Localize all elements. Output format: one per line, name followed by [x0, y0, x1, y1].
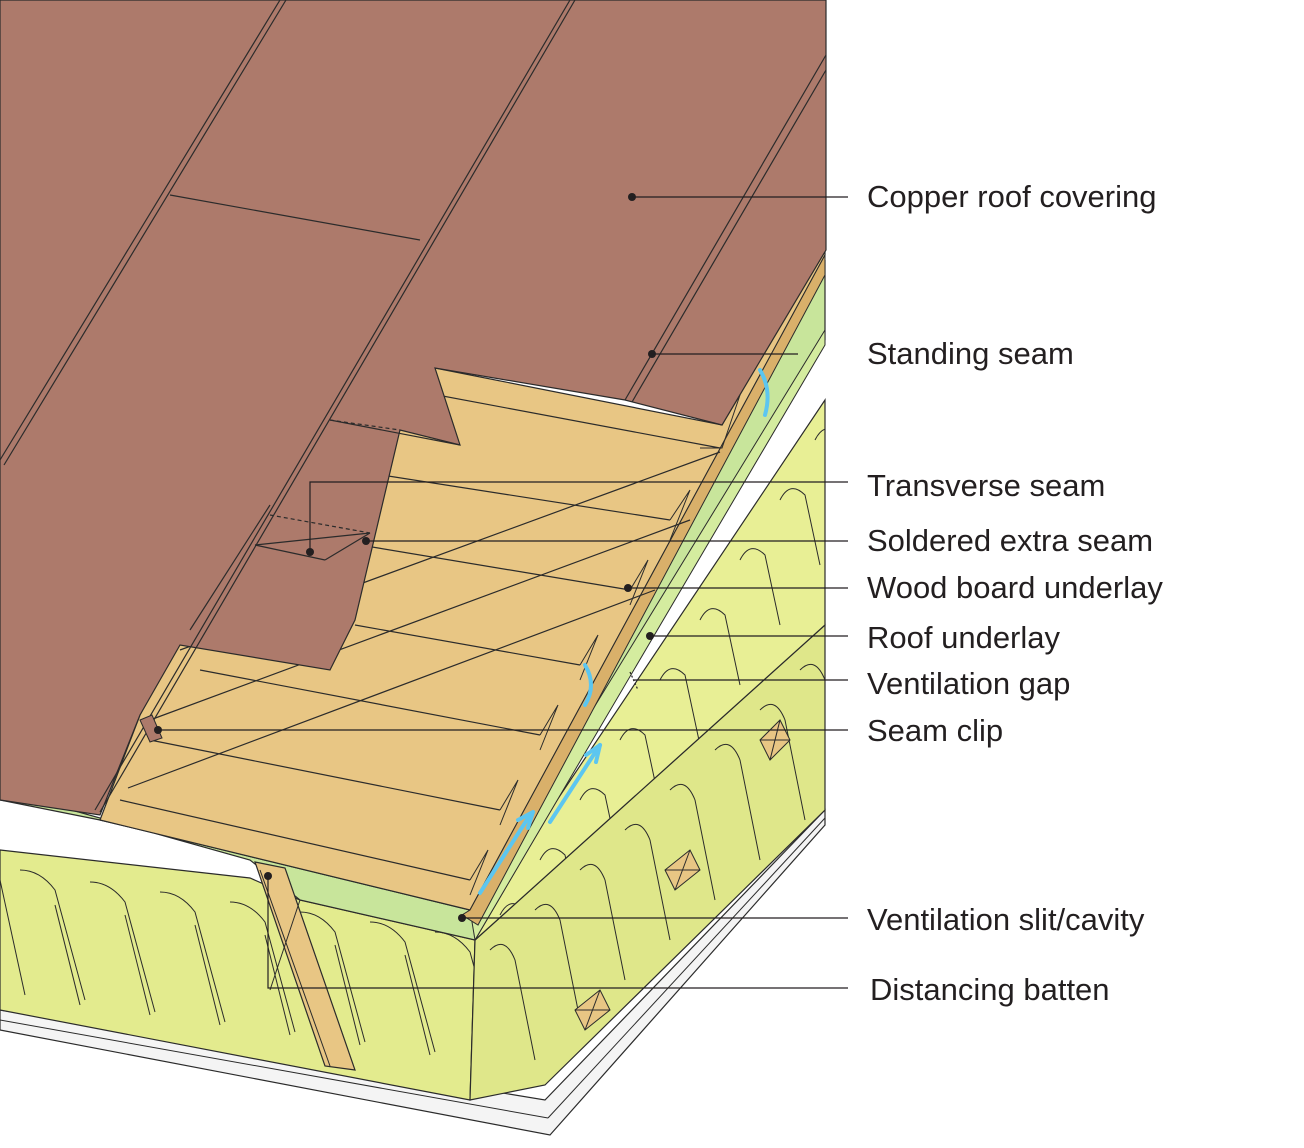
- leader-lines: [154, 193, 848, 989]
- labels: Copper roof covering Standing seam Trans…: [867, 179, 1163, 1007]
- label-copper-roof-covering: Copper roof covering: [867, 179, 1157, 214]
- copper-roof: [0, 0, 827, 816]
- label-roof-underlay: Roof underlay: [867, 620, 1061, 655]
- distancing-batten: [254, 861, 356, 1071]
- label-soldered-extra-seam: Soldered extra seam: [867, 523, 1153, 558]
- side-rafters: [574, 719, 791, 1031]
- label-standing-seam: Standing seam: [867, 336, 1074, 371]
- airflow-arrows: [478, 368, 770, 895]
- ceiling-lining: [0, 808, 826, 1136]
- label-distancing-batten: Distancing batten: [870, 972, 1110, 1007]
- label-transverse-seam: Transverse seam: [867, 468, 1105, 503]
- label-ventilation-gap: Ventilation gap: [867, 666, 1070, 701]
- label-ventilation-slit-cavity: Ventilation slit/cavity: [867, 902, 1145, 937]
- right-edge-mask: [826, 0, 1304, 1148]
- label-wood-board-underlay: Wood board underlay: [867, 570, 1163, 605]
- label-seam-clip: Seam clip: [867, 713, 1003, 748]
